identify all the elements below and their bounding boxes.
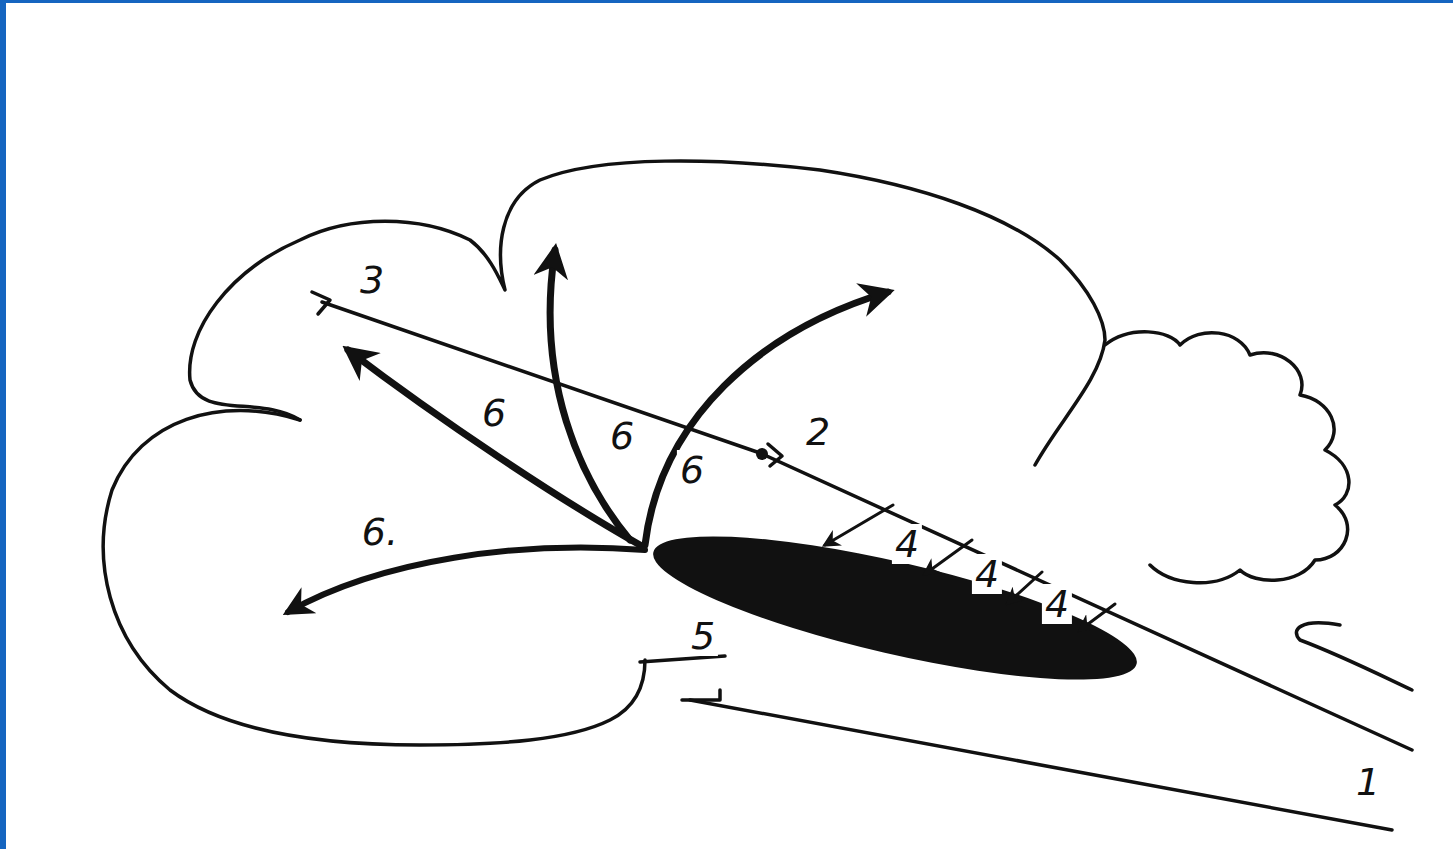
collateral-arrow	[825, 505, 893, 545]
callout-number: 4	[892, 524, 922, 564]
cerebellum-outline	[1105, 332, 1349, 583]
fiber-line	[322, 302, 1412, 750]
collateral-arrow	[1008, 572, 1042, 603]
callout-number: 6.	[359, 512, 401, 552]
slide-border	[0, 0, 1453, 3]
callout-number: 6	[479, 393, 509, 433]
callout-number: 2	[803, 412, 833, 452]
ascending-arrow	[550, 250, 630, 540]
callout-number: 4	[972, 554, 1002, 594]
brainstem-outline	[640, 656, 725, 662]
collateral-arrow	[925, 540, 972, 574]
spinal-cord-outline	[1296, 623, 1412, 690]
callout-number: 5	[688, 616, 718, 656]
callout-number: 3	[357, 260, 387, 300]
callout-number: 6	[607, 416, 637, 456]
slide-border	[0, 0, 6, 849]
fiber-tick	[768, 444, 782, 466]
ascending-arrow	[645, 292, 888, 545]
collateral-arrow	[1080, 604, 1115, 630]
fiber-tick	[312, 292, 330, 314]
ascending-arrow	[288, 548, 645, 612]
brainstem-outline	[682, 690, 720, 700]
callout-number: 6	[677, 450, 707, 490]
callout-number: 1	[1353, 762, 1383, 802]
callout-number: 4	[1042, 584, 1072, 624]
brainstem-outline	[690, 700, 1392, 830]
reticular-formation	[643, 507, 1147, 708]
cerebrum-outline	[190, 161, 1105, 465]
neuron-dot	[756, 448, 768, 460]
frontal-temporal-outline	[103, 411, 645, 745]
